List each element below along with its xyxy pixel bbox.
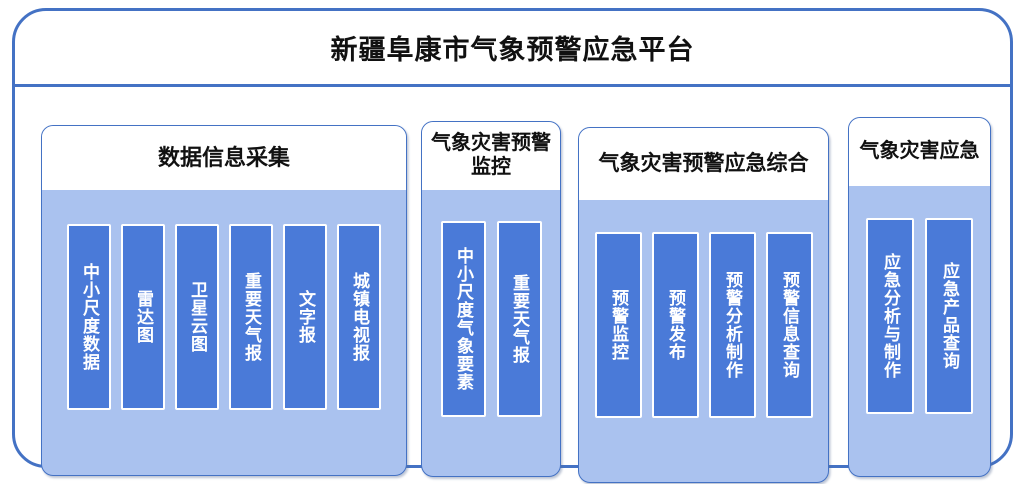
item-zhongyao-tianqibao-monitor[interactable]: 重要天气报	[496, 221, 542, 417]
panel-header-integrated-warning-emergency: 气象灾害预警应急综合	[579, 128, 828, 200]
panel-header-data-collection: 数据信息采集	[42, 126, 406, 190]
panel-data-collection[interactable]: 数据信息采集 中小尺度数据 雷达图 卫星云图 重要天气报 文字报 城镇电视报	[41, 125, 407, 476]
platform-frame: 新疆阜康市气象预警应急平台 数据信息采集 中小尺度数据 雷达图 卫星云图 重要天…	[12, 8, 1013, 483]
panel-body-warning-monitoring: 中小尺度气象要素 重要天气报	[422, 190, 560, 476]
item-zhongxiao-chidu-shuju[interactable]: 中小尺度数据	[67, 224, 111, 410]
item-yujing-jiankong[interactable]: 预警监控	[594, 232, 642, 418]
item-weixing-yuntu[interactable]: 卫星云图	[175, 224, 219, 410]
item-leidatu[interactable]: 雷达图	[121, 224, 165, 410]
item-yingji-fenxi-yu-zhizuo[interactable]: 应急分析与制作	[866, 218, 914, 414]
panel-body-integrated-warning-emergency: 预警监控 预警发布 预警分析制作 预警信息查询	[579, 200, 828, 482]
item-yujing-fabu[interactable]: 预警发布	[651, 232, 699, 418]
panel-integrated-warning-emergency[interactable]: 气象灾害预警应急综合 预警监控 预警发布 预警分析制作 预警信息查询	[578, 127, 829, 483]
panel-header-warning-monitoring: 气象灾害预警监控	[422, 122, 560, 190]
platform-title-bar: 新疆阜康市气象预警应急平台	[15, 11, 1010, 87]
panel-header-disaster-emergency: 气象灾害应急	[849, 118, 990, 186]
item-chengzhen-dianshibao[interactable]: 城镇电视报	[337, 224, 381, 410]
panel-body-disaster-emergency: 应急分析与制作 应急产品查询	[849, 186, 990, 476]
panel-row: 数据信息采集 中小尺度数据 雷达图 卫星云图 重要天气报 文字报 城镇电视报 气…	[15, 87, 1010, 483]
item-yujing-xinxi-chaxun[interactable]: 预警信息查询	[765, 232, 813, 418]
panel-disaster-emergency[interactable]: 气象灾害应急 应急分析与制作 应急产品查询	[848, 117, 991, 477]
item-wenzibao[interactable]: 文字报	[283, 224, 327, 410]
item-yujing-fenxi-zhizuo[interactable]: 预警分析制作	[708, 232, 756, 418]
item-zhongxiao-chidu-qixiang-yaosu[interactable]: 中小尺度气象要素	[440, 221, 486, 417]
panel-body-data-collection: 中小尺度数据 雷达图 卫星云图 重要天气报 文字报 城镇电视报	[42, 190, 406, 475]
item-zhongyao-tianqibao[interactable]: 重要天气报	[229, 224, 273, 410]
page-title: 新疆阜康市气象预警应急平台	[330, 35, 695, 65]
item-yingji-chanpin-chaxun[interactable]: 应急产品查询	[925, 218, 973, 414]
panel-warning-monitoring[interactable]: 气象灾害预警监控 中小尺度气象要素 重要天气报	[421, 121, 561, 477]
